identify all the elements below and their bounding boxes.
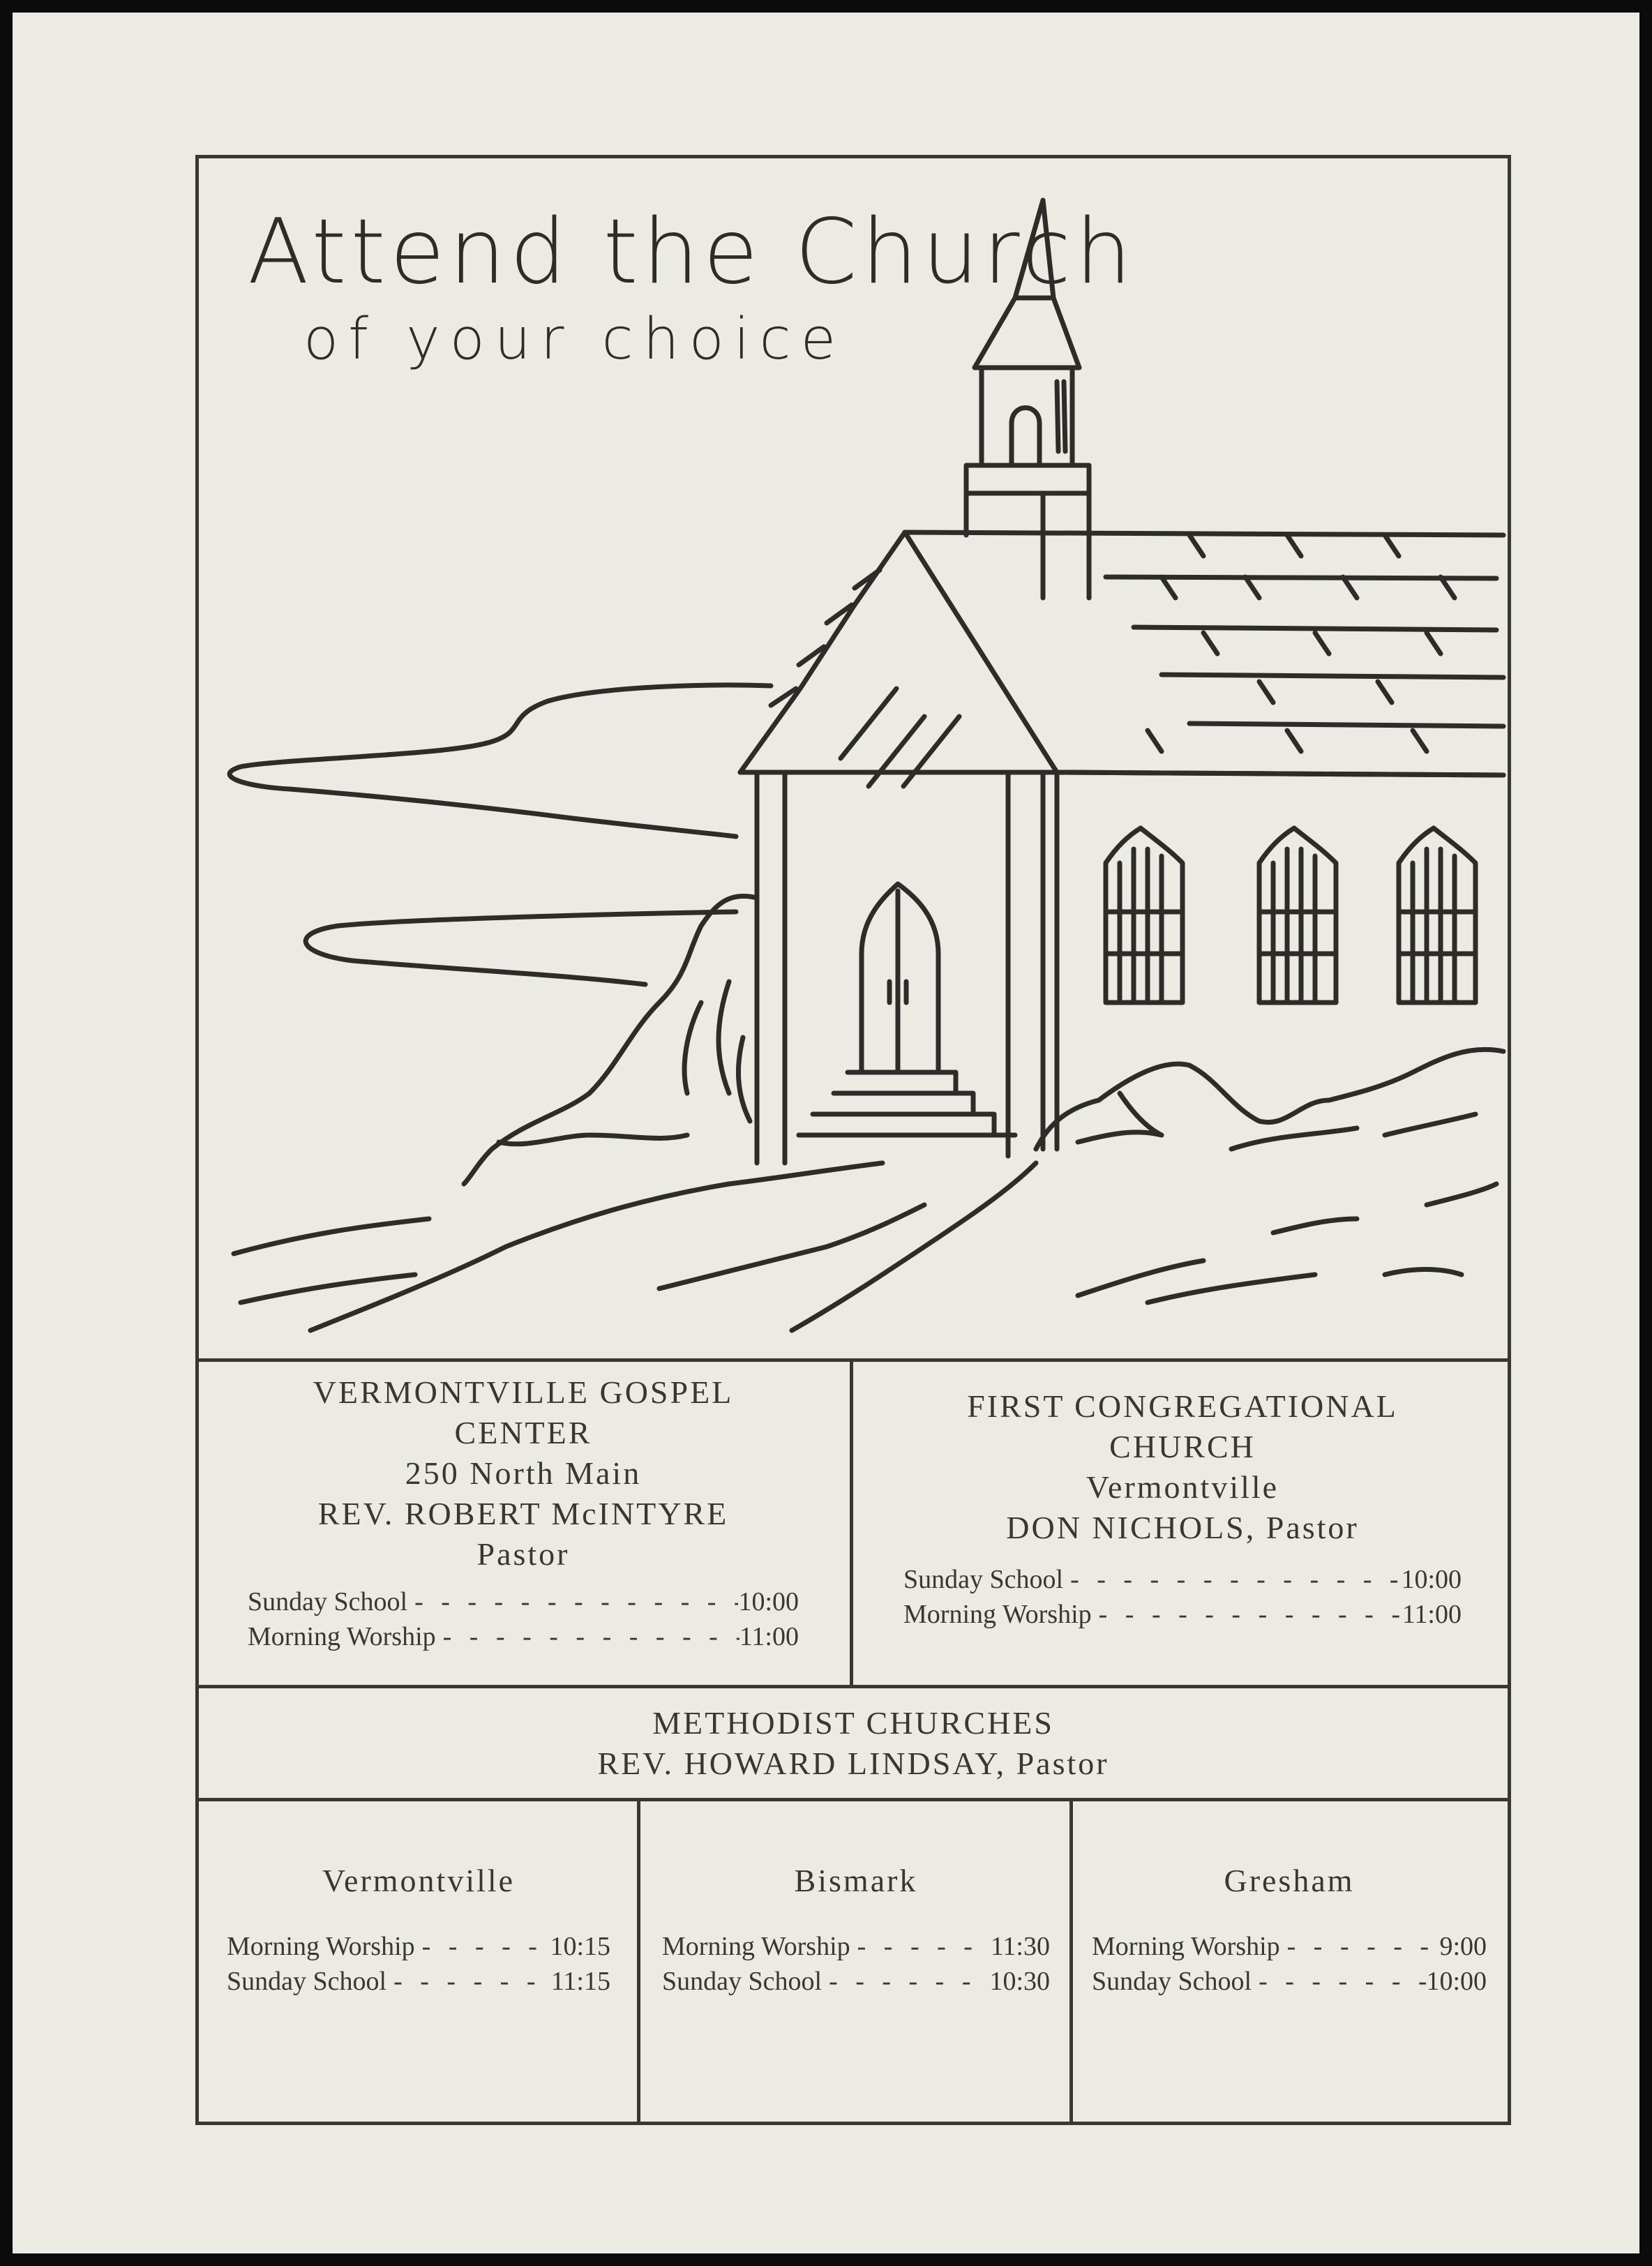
divider-art <box>199 1358 1508 1362</box>
church-address: 250 North Main <box>405 1455 642 1491</box>
service-name: Morning Worship <box>248 1622 436 1651</box>
service-name: Morning Worship <box>903 1600 1092 1629</box>
church-name-line-1: FIRST CONGREGATIONAL <box>967 1388 1398 1424</box>
divider-location-2 <box>1069 1798 1073 2122</box>
leader-dashes <box>822 1964 989 1999</box>
service-time: 11:30 <box>990 1932 1050 1961</box>
service-schedule: Morning Worship 11:30 Sunday School 10:30 <box>662 1929 1050 1999</box>
headline-line-2: of your choice <box>303 306 846 373</box>
service-time: 9:00 <box>1439 1932 1487 1961</box>
church-pastor: DON NICHOLS, Pastor <box>1006 1510 1359 1545</box>
divider-methodist-bottom <box>199 1798 1508 1801</box>
church-name-line-1: VERMONTVILLE GOSPEL <box>313 1374 734 1410</box>
church-name-line-2: CENTER <box>454 1415 592 1450</box>
divider-churches <box>850 1358 853 1685</box>
service-name: Sunday School <box>903 1565 1064 1594</box>
leader-dashes <box>1092 1597 1402 1632</box>
schedule-row: Sunday School 10:00 <box>1092 1964 1487 1999</box>
church-drawing <box>227 197 1506 1333</box>
page: Attend the Church of your choice VERMONT… <box>13 13 1639 2253</box>
schedule-row: Morning Worship 11:00 <box>248 1619 799 1654</box>
service-schedule: Morning Worship 10:15 Sunday School 11:15 <box>227 1929 610 1999</box>
service-name: Morning Worship <box>662 1932 850 1961</box>
leader-dashes <box>415 1929 550 1964</box>
schedule-row: Morning Worship 11:30 <box>662 1929 1050 1964</box>
leader-dashes <box>1063 1562 1401 1597</box>
leader-dashes <box>407 1584 738 1619</box>
schedule-row: Morning Worship 10:15 <box>227 1929 610 1964</box>
location-name: Vermontville <box>322 1863 516 1898</box>
church-pastor: REV. ROBERT McINTYRE <box>317 1496 729 1531</box>
service-name: Sunday School <box>662 1967 823 1996</box>
service-time: 10:00 <box>1401 1565 1462 1594</box>
headline: Attend the Church of your choice <box>248 200 1136 375</box>
church-illustration: Attend the Church of your choice <box>199 158 1508 1358</box>
location-vermontville: Vermontville Morning Worship 10:15 Sunday… <box>227 1861 610 1999</box>
service-time: 11:00 <box>1402 1600 1462 1629</box>
service-time: 11:15 <box>550 1967 610 1996</box>
divider-location-1 <box>637 1798 640 2122</box>
location-name: Gresham <box>1224 1863 1355 1898</box>
service-name: Sunday School <box>227 1967 387 1996</box>
schedule-row: Sunday School 10:00 <box>903 1562 1462 1597</box>
service-name: Morning Worship <box>227 1932 415 1961</box>
bulletin-frame: Attend the Church of your choice VERMONT… <box>195 155 1511 2125</box>
service-schedule: Morning Worship 9:00 Sunday School 10:00 <box>1092 1929 1487 1999</box>
leader-dashes <box>1252 1964 1426 1999</box>
service-time: 10:30 <box>989 1967 1050 1996</box>
location-name: Bismark <box>794 1863 918 1898</box>
leader-dashes <box>850 1929 991 1964</box>
divider-methodist-top <box>199 1685 1508 1688</box>
service-name: Morning Worship <box>1092 1932 1280 1961</box>
location-bismark: Bismark Morning Worship 11:30 Sunday Scho… <box>662 1861 1050 1999</box>
church-listing-congregational: FIRST CONGREGATIONAL CHURCH Vermontville… <box>903 1386 1462 1632</box>
service-time: 10:00 <box>738 1587 799 1616</box>
methodist-pastor: REV. HOWARD LINDSAY, Pastor <box>597 1746 1109 1781</box>
schedule-row: Sunday School 10:00 <box>248 1584 799 1619</box>
headline-line-1: Attend the Church <box>248 200 1136 304</box>
church-pastor-role: Pastor <box>476 1536 570 1572</box>
location-gresham: Gresham Morning Worship 9:00 Sunday Schoo… <box>1092 1861 1487 1999</box>
church-address: Vermontville <box>1086 1469 1279 1505</box>
schedule-row: Sunday School 11:15 <box>227 1964 610 1999</box>
church-listing-gospel-center: VERMONTVILLE GOSPEL CENTER 250 North Mai… <box>248 1372 799 1654</box>
service-name: Sunday School <box>1092 1967 1252 1996</box>
schedule-row: Sunday School 10:30 <box>662 1964 1050 1999</box>
methodist-title: METHODIST CHURCHES <box>652 1705 1054 1741</box>
methodist-header: METHODIST CHURCHES REV. HOWARD LINDSAY, … <box>199 1703 1508 1784</box>
service-time: 10:00 <box>1426 1967 1487 1996</box>
leader-dashes <box>1280 1929 1440 1964</box>
schedule-row: Morning Worship 11:00 <box>903 1597 1462 1632</box>
church-name-line-2: CHURCH <box>1109 1429 1256 1464</box>
service-time: 11:00 <box>739 1622 799 1651</box>
service-schedule: Sunday School 10:00 Morning Worship 11:00 <box>903 1562 1462 1632</box>
leader-dashes <box>436 1619 739 1654</box>
service-time: 10:15 <box>550 1932 610 1961</box>
service-schedule: Sunday School 10:00 Morning Worship 11:00 <box>248 1584 799 1654</box>
leader-dashes <box>386 1964 551 1999</box>
schedule-row: Morning Worship 9:00 <box>1092 1929 1487 1964</box>
service-name: Sunday School <box>248 1587 408 1616</box>
